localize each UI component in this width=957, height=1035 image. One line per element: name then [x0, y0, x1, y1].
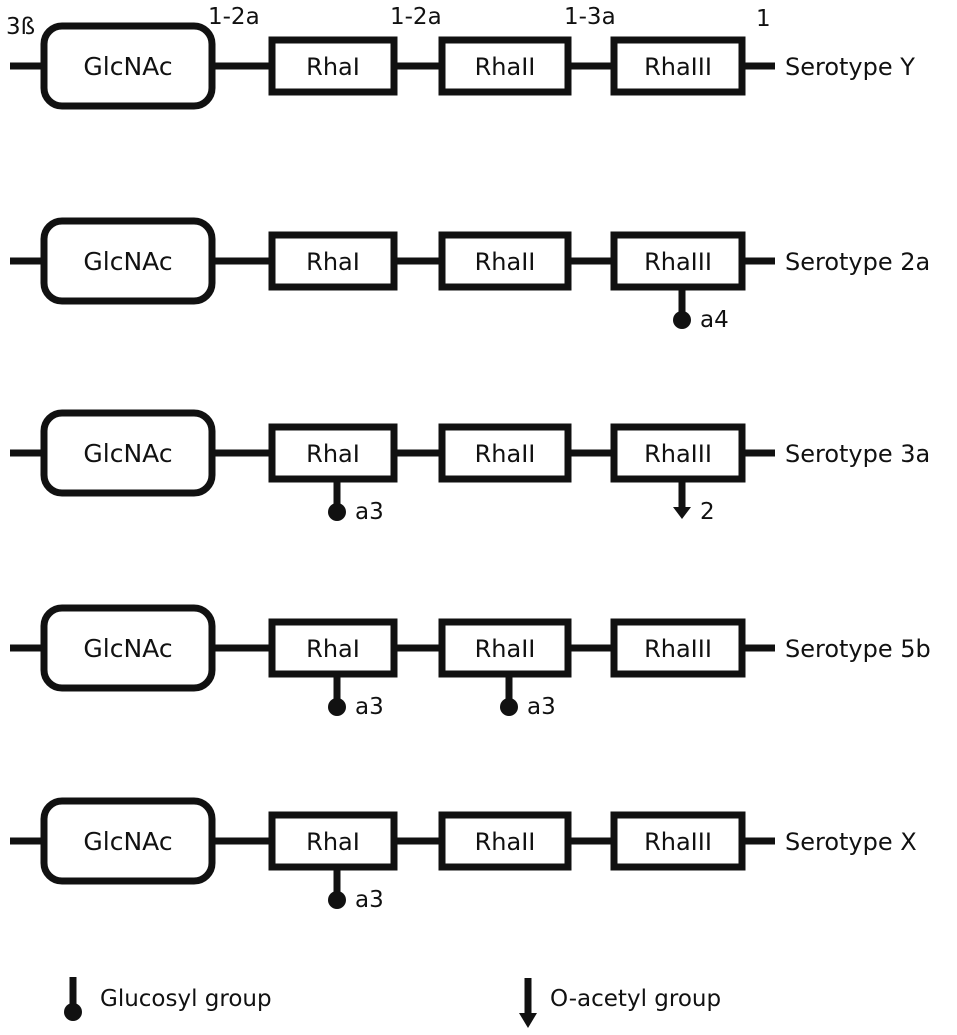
substituent-label: a3: [355, 887, 384, 913]
serotype-label: Serotype 3a: [785, 440, 930, 468]
rha3-label: RhaIII: [644, 248, 712, 276]
rha3-box: [610, 811, 746, 871]
glcnac-box: [40, 22, 216, 110]
rha3-box: [610, 423, 746, 483]
serotype-label: Serotype 2a: [785, 248, 930, 276]
rha2-box: [438, 423, 572, 483]
rha3-label: RhaIII: [644, 53, 712, 81]
linkage-labels: 3ß 1-2a 1-2a 1-3a 1: [6, 4, 771, 40]
legend-label-o-acetyl: O-acetyl group: [550, 986, 721, 1012]
glucosyl-substituent: a3: [328, 479, 384, 525]
glcnac-label: GlcNAc: [83, 439, 172, 468]
glcnac-label: GlcNAc: [83, 827, 172, 856]
glucosyl-pin-icon: [64, 977, 82, 1021]
rha1-box: [268, 618, 398, 678]
glucosyl-substituent: a4: [673, 287, 729, 333]
glucosyl-substituent: a3: [328, 674, 384, 720]
legend-label-glucosyl: Glucosyl group: [100, 986, 272, 1012]
rha1-box: [268, 423, 398, 483]
glcnac-box: [40, 409, 216, 497]
rha3-box: [610, 618, 746, 678]
glcnac-label: GlcNAc: [83, 634, 172, 663]
o-acetyl-arrow-icon: [519, 978, 537, 1028]
linkage-label-rha2-rha3: 1-3a: [564, 4, 616, 30]
rha1-box: [268, 231, 398, 291]
o-acetyl-substituent: 2: [673, 479, 715, 525]
rha2-box: [438, 231, 572, 291]
rha2-label: RhaII: [475, 635, 536, 663]
glcnac-box: [40, 797, 216, 885]
serotype-row: GlcNAc RhaI RhaII RhaIII Serotype Y: [10, 22, 915, 110]
glucosyl-substituent: a3: [328, 867, 384, 913]
rha2-box: [438, 811, 572, 871]
linkage-label-glcnac-rha1: 1-2a: [208, 4, 260, 30]
serotype-label: Serotype 5b: [785, 635, 931, 663]
rha3-box: [610, 231, 746, 291]
rha2-label: RhaII: [475, 248, 536, 276]
serotype-row: GlcNAc RhaI RhaII RhaIII a3 a3 Serotype 5b: [10, 604, 931, 720]
glcnac-label: GlcNAc: [83, 52, 172, 81]
substituent-label: a3: [355, 499, 384, 525]
glcnac-label: GlcNAc: [83, 247, 172, 276]
rha1-box: [268, 36, 398, 96]
glcnac-box: [40, 217, 216, 305]
rha1-label: RhaI: [306, 828, 360, 856]
rha2-box: [438, 36, 572, 96]
rha1-label: RhaI: [306, 635, 360, 663]
rha2-label: RhaII: [475, 828, 536, 856]
serotype-row: GlcNAc RhaI RhaII RhaIII a3 Serotype X: [10, 797, 917, 913]
rha1-label: RhaI: [306, 440, 360, 468]
rha1-box: [268, 811, 398, 871]
linkage-label-end: 1: [756, 6, 771, 32]
rha2-label: RhaII: [475, 440, 536, 468]
rha3-label: RhaIII: [644, 440, 712, 468]
serotype-row: GlcNAc RhaI RhaII RhaIII a3 2 Serotype 3a: [10, 409, 930, 525]
substituent-label: 2: [700, 499, 715, 525]
linkage-label-rha1-rha2: 1-2a: [390, 4, 442, 30]
serotype-row: GlcNAc RhaI RhaII RhaIII a4 Serotype 2a: [10, 217, 930, 333]
rha1-label: RhaI: [306, 248, 360, 276]
legend: Glucosyl group O-acetyl group: [64, 977, 721, 1028]
glucosyl-substituent: a3: [500, 674, 556, 720]
substituent-label: a3: [527, 694, 556, 720]
rha3-label: RhaIII: [644, 635, 712, 663]
rha2-box: [438, 618, 572, 678]
serotype-label: Serotype X: [785, 828, 917, 856]
rha3-label: RhaIII: [644, 828, 712, 856]
linkage-label-start: 3ß: [6, 14, 35, 40]
rha3-box: [610, 36, 746, 96]
substituent-label: a4: [700, 307, 729, 333]
glcnac-box: [40, 604, 216, 692]
substituent-label: a3: [355, 694, 384, 720]
rha2-label: RhaII: [475, 53, 536, 81]
rha1-label: RhaI: [306, 53, 360, 81]
serotype-label: Serotype Y: [785, 53, 915, 81]
